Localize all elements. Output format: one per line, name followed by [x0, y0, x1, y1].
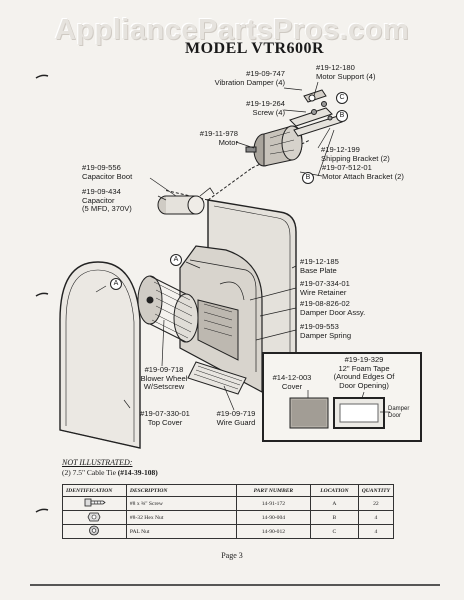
quantity-cell: 22: [357, 496, 395, 511]
table-row: #8-32 Hex Nut 14-90-004 B 4: [62, 510, 395, 525]
cable-tie-note: (2) 7.5" Cable Tie (#14-39-108): [62, 468, 158, 477]
col-identification: IDENTIFICATION: [62, 484, 127, 497]
part-number-cell: 14-90-004: [235, 510, 312, 525]
motor-bracket-shapes: [289, 89, 343, 137]
table-row: PAL Nut 14-90-012 C 4: [62, 524, 395, 539]
hex-nut-icon: [62, 510, 127, 525]
col-part-number: PART NUMBER: [235, 484, 312, 497]
description-cell: PAL Nut: [125, 524, 237, 539]
marker-c: C: [339, 94, 345, 101]
inset-drawing: [289, 390, 390, 429]
part-number-cell: 14-90-012: [235, 524, 312, 539]
col-quantity: QUANTITY: [357, 484, 395, 497]
watermark: AppliancePartsPros.com: [54, 14, 410, 46]
not-illustrated-heading: NOT ILLUSTRATED:: [62, 458, 133, 467]
capacitor-shape: [157, 187, 215, 215]
hardware-table: IDENTIFICATION DESCRIPTION PART NUMBER L…: [62, 484, 395, 539]
motor-shape: [245, 125, 303, 167]
marker-b: B: [305, 174, 311, 181]
location-cell: B: [310, 510, 359, 525]
blower-wheel-shape: [137, 275, 199, 343]
quantity-cell: 4: [357, 510, 395, 525]
screw-icon: [62, 496, 127, 511]
location-cell: A: [310, 496, 359, 511]
description-cell: #8 x ⅜" Screw: [125, 496, 237, 511]
wire-guard-shape: [187, 361, 247, 395]
quantity-cell: 4: [357, 524, 395, 539]
col-description: DESCRIPTION: [125, 484, 237, 497]
marker-b: B: [339, 112, 345, 119]
marker-a: A: [113, 280, 119, 287]
pal-nut-icon: [62, 524, 127, 539]
part-number-cell: 14-91-172: [235, 496, 312, 511]
page-number: Page 3: [221, 551, 243, 560]
table-header-row: IDENTIFICATION DESCRIPTION PART NUMBER L…: [62, 484, 395, 497]
col-location: LOCATION: [310, 484, 359, 497]
page-title: MODEL VTR600R: [185, 40, 325, 57]
location-cell: C: [310, 524, 359, 539]
table-row: #8 x ⅜" Screw 14-91-172 A 22: [62, 496, 395, 511]
marker-a: A: [173, 256, 179, 263]
description-cell: #8-32 Hex Nut: [125, 510, 237, 525]
